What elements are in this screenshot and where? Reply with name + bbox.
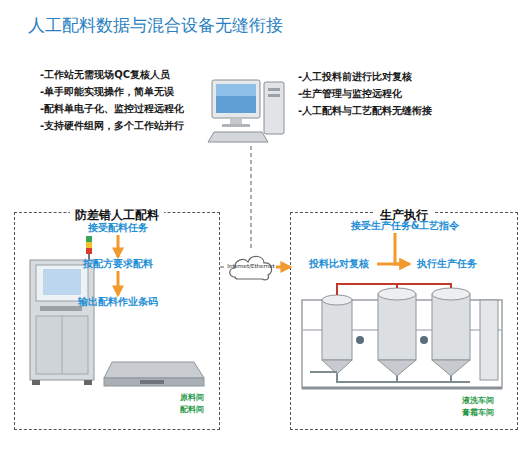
feature-bullet: -生产管理与监控远程化 <box>298 87 402 101</box>
step-text: 按配方要求配料 <box>65 257 171 271</box>
network-cloud: Internet/Ethernet <box>226 250 276 284</box>
group-box: 生产执行接受生产任务&工艺指令投料比对复核执行生产任务 <box>290 212 518 430</box>
group-heading: 防差错人工配料 <box>15 204 219 224</box>
step-text: 执行生产任务 <box>409 257 485 271</box>
equipment-illustration <box>302 284 502 388</box>
process-step: 投料比对复核 <box>301 257 377 271</box>
feature-bullet: -人工配料与工艺配料无缝衔接 <box>298 104 432 118</box>
flow-arrow <box>276 266 290 269</box>
step-text: 接受配料任务 <box>71 221 165 235</box>
flow-arrow <box>117 235 120 257</box>
feature-bullet: -配料单电子化、监控过程远程化 <box>40 102 184 116</box>
feature-bullet: -单手即能实现操作，简单无误 <box>40 85 174 99</box>
process-step: 接受生产任务&工艺指令 <box>335 219 475 233</box>
process-step: 接受配料任务 <box>71 221 165 235</box>
group-heading-text: 防差错人工配料 <box>70 208 164 222</box>
room-label: 液洗车间 <box>462 395 494 406</box>
computer-illustration <box>208 80 284 142</box>
diagram-title: 人工配料数据与混合设备无缝衔接 <box>28 14 283 37</box>
room-label: 膏霜车间 <box>462 407 494 418</box>
flow-arrow <box>117 271 120 295</box>
feature-bullet: -支持硬件组网，多个工作站并行 <box>40 119 184 133</box>
process-step: 输出配料作业条码 <box>59 295 177 309</box>
group-box: 防差错人工配料接受配料任务按配方要求配料输出配料作业条码 <box>14 212 220 430</box>
group-heading-text: 生产执行 <box>375 208 433 222</box>
feature-bullet: -人工投料前进行比对复核 <box>298 70 412 84</box>
dashed-link <box>220 266 226 267</box>
step-text: 接受生产任务&工艺指令 <box>335 219 475 233</box>
process-step: 执行生产任务 <box>409 257 485 271</box>
step-text: 输出配料作业条码 <box>59 295 177 309</box>
feature-bullet: -工作站无需现场QC复核人员 <box>40 68 170 82</box>
network-label: Internet/Ethernet <box>226 262 276 270</box>
process-step: 按配方要求配料 <box>65 257 171 271</box>
flow-arrow <box>395 233 409 264</box>
scale-illustration <box>104 362 204 386</box>
room-label: 配料间 <box>180 404 204 415</box>
flow-arrow <box>377 263 409 266</box>
step-text: 投料比对复核 <box>301 257 377 271</box>
leader-line <box>250 146 251 250</box>
room-label: 原料间 <box>180 392 204 403</box>
